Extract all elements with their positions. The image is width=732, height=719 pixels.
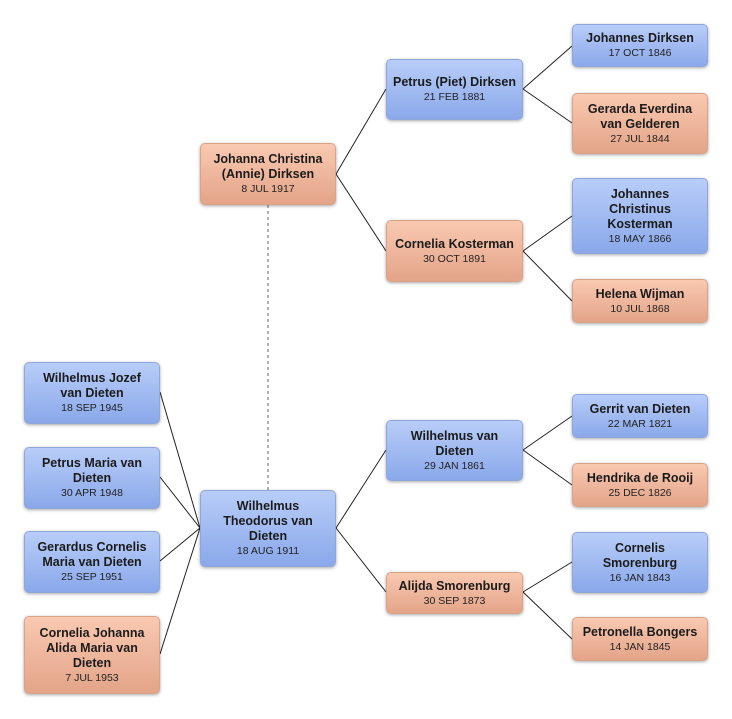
person-date: 21 FEB 1881 <box>423 91 486 103</box>
child-connector <box>159 476 201 529</box>
person-name: Johannes Christinus Kosterman <box>607 186 673 231</box>
person-card-grandparent[interactable]: Petronella Bongers 14 JAN 1845 <box>572 617 708 661</box>
person-card-subject[interactable]: Wilhelmus Theodorus van Dieten 18 AUG 19… <box>200 490 336 567</box>
person-card-grandparent[interactable]: Gerarda Everdina van Gelderen 27 JUL 184… <box>572 93 708 154</box>
child-connector <box>159 527 201 562</box>
person-name: Helena Wijman <box>595 286 685 301</box>
person-name: Petronella Bongers <box>582 624 698 639</box>
person-card-grandparent[interactable]: Johannes Christinus Kosterman 18 MAY 186… <box>572 178 708 254</box>
grandparent-connector <box>522 250 573 302</box>
parent-connector <box>335 449 387 529</box>
parent-connector <box>335 88 387 175</box>
person-card-child[interactable]: Gerardus Cornelis Maria van Dieten 25 SE… <box>24 531 160 593</box>
person-name: Petrus Maria van Dieten <box>41 456 143 485</box>
person-card-grandparent[interactable]: Helena Wijman 10 JUL 1868 <box>572 279 708 323</box>
grandparent-connector <box>522 215 573 252</box>
person-date: 18 SEP 1945 <box>61 402 123 414</box>
grandparent-connector <box>522 561 573 593</box>
person-name: Gerrit van Dieten <box>589 401 691 416</box>
person-name: Cornelia Kosterman <box>395 236 514 251</box>
grandparent-connector <box>522 449 573 486</box>
person-card-child[interactable]: Cornelia Johanna Alida Maria van Dieten … <box>24 616 160 694</box>
person-card-child[interactable]: Petrus Maria van Dieten 30 APR 1948 <box>24 447 160 509</box>
person-date: 25 DEC 1826 <box>608 486 672 499</box>
person-name: Hendrika de Rooij <box>586 470 694 485</box>
person-card-grandparent[interactable]: Hendrika de Rooij 25 DEC 1826 <box>572 463 708 507</box>
person-date: 18 MAY 1866 <box>608 232 672 245</box>
person-date: 30 APR 1948 <box>61 487 123 499</box>
child-connector <box>159 527 201 655</box>
person-card-spouse[interactable]: Johanna Christina (Annie) Dirksen 8 JUL … <box>200 143 336 205</box>
person-date: 10 JUL 1868 <box>610 302 670 315</box>
grandparent-connector <box>522 45 573 90</box>
person-date: 29 JAN 1861 <box>424 459 485 472</box>
child-connector <box>159 391 201 529</box>
person-card-parent[interactable]: Petrus (Piet) Dirksen 21 FEB 1881 <box>386 59 523 120</box>
person-card-parent[interactable]: Cornelia Kosterman 30 OCT 1891 <box>386 220 523 282</box>
person-date: 7 JUL 1953 <box>65 671 119 684</box>
person-date: 8 JUL 1917 <box>241 183 295 195</box>
grandparent-connector <box>522 591 573 640</box>
grandparent-connector <box>522 415 573 451</box>
person-card-grandparent[interactable]: Cornelis Smorenburg 16 JAN 1843 <box>572 532 708 593</box>
person-date: 30 OCT 1891 <box>423 252 486 265</box>
grandparent-connector <box>522 88 573 124</box>
person-date: 27 JUL 1844 <box>610 132 670 145</box>
person-card-parent[interactable]: Wilhelmus van Dieten 29 JAN 1861 <box>386 420 523 481</box>
person-date: 22 MAR 1821 <box>607 417 673 430</box>
parent-connector <box>335 173 387 252</box>
person-name: Gerardus Cornelis Maria van Dieten <box>37 540 147 569</box>
person-name: Cornelis Smorenburg <box>602 540 678 570</box>
person-name: Johannes Dirksen <box>586 31 694 45</box>
person-name: Gerarda Everdina van Gelderen <box>587 101 693 131</box>
person-name: Wilhelmus Jozef van Dieten <box>43 371 141 400</box>
person-name: Cornelia Johanna Alida Maria van Dieten <box>39 625 145 670</box>
person-name: Petrus (Piet) Dirksen <box>393 75 516 89</box>
person-card-parent[interactable]: Alijda Smorenburg 30 SEP 1873 <box>386 572 523 614</box>
person-name: Alijda Smorenburg <box>398 578 511 593</box>
person-name: Johanna Christina (Annie) Dirksen <box>213 152 323 181</box>
parent-connector <box>335 527 387 593</box>
person-date: 17 OCT 1846 <box>608 47 672 59</box>
person-date: 16 JAN 1843 <box>609 571 671 584</box>
person-date: 25 SEP 1951 <box>61 571 123 583</box>
person-name: Wilhelmus van Dieten <box>410 428 499 458</box>
person-card-grandparent[interactable]: Gerrit van Dieten 22 MAR 1821 <box>572 394 708 438</box>
person-date: 30 SEP 1873 <box>423 594 486 607</box>
person-date: 14 JAN 1845 <box>609 640 671 653</box>
person-card-child[interactable]: Wilhelmus Jozef van Dieten 18 SEP 1945 <box>24 362 160 424</box>
person-card-grandparent[interactable]: Johannes Dirksen 17 OCT 1846 <box>572 24 708 67</box>
person-name: Wilhelmus Theodorus van Dieten <box>223 499 313 543</box>
person-date: 18 AUG 1911 <box>236 545 300 557</box>
